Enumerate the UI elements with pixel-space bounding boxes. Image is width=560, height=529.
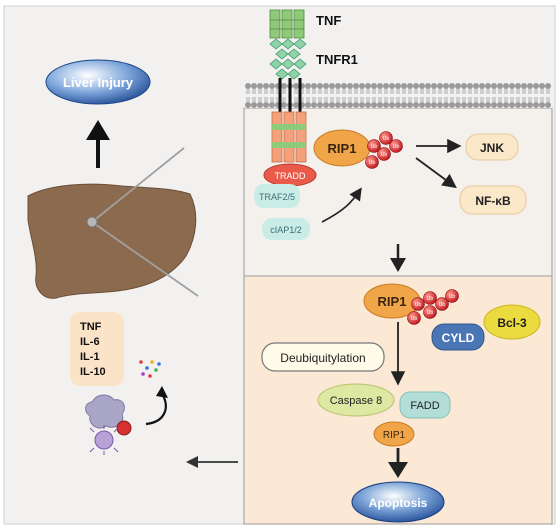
ubiquitin-bead <box>423 305 437 319</box>
cell-membrane <box>245 83 551 108</box>
ubiquitin-label: Ub <box>427 296 434 302</box>
deubiquitylation-label: Deubiquitylation <box>280 351 365 365</box>
ciap-label: cIAP1/2 <box>270 225 302 235</box>
ubiquitin-bead <box>411 297 425 311</box>
traf-node <box>254 184 300 208</box>
panel-down-arrow-head <box>390 258 406 272</box>
liver-injury-node <box>45 59 151 105</box>
cytokine-item: IL-10 <box>80 366 106 378</box>
rip1-lower-top-label: RIP1 <box>378 294 407 309</box>
ubiquitin-bead <box>379 131 393 145</box>
apoptosis-arrow-head <box>388 462 408 478</box>
traf-label: TRAF2/5 <box>259 192 295 202</box>
lymphocyte-icon <box>89 425 119 455</box>
liver-center-dot <box>86 216 98 228</box>
cytokine-item: IL-6 <box>80 336 100 348</box>
jnk-label: JNK <box>480 141 504 155</box>
ubiquitin-bead <box>365 155 379 169</box>
cytokine-item: TNF <box>80 321 102 333</box>
tnfr1-receptor <box>269 38 307 80</box>
ciap-to-ub-arrow <box>321 187 362 223</box>
ubiquitin-bead <box>377 147 391 161</box>
rip1-upper-label: RIP1 <box>328 141 357 156</box>
deubiquitylation-box <box>261 342 385 372</box>
ubiquitin-label: Ub <box>383 136 390 142</box>
cytokine-box <box>70 312 124 386</box>
ubiquitin-bead <box>445 289 459 303</box>
death-domain <box>271 111 307 163</box>
nfkb-arrow <box>415 157 457 189</box>
ubiquitin-bead <box>407 311 421 325</box>
liver-needle-2 <box>91 221 199 297</box>
liver-needle-1 <box>91 147 185 223</box>
ubiquitin-label: Ub <box>415 302 422 308</box>
transmembrane-domain <box>278 78 302 112</box>
ubiquitin-label: Ub <box>411 316 418 322</box>
liver-injury-label: Liver Injury <box>63 75 134 90</box>
cell-feedback-arrow-head <box>156 386 168 398</box>
ciap-node <box>262 218 310 240</box>
ubiquitin-label: Ub <box>449 294 456 300</box>
fadd-node <box>399 391 451 419</box>
ubiquitin-label: Ub <box>439 302 446 308</box>
cytokine-particles <box>139 360 161 378</box>
ubiquitin-label: Ub <box>427 310 434 316</box>
ubiquitin-label: Ub <box>369 160 376 166</box>
tnfr1-label: TNFR1 <box>316 52 358 67</box>
tnf-label: TNF <box>316 13 341 28</box>
jnk-node <box>465 133 519 161</box>
apoptosis-node <box>351 481 445 523</box>
liver-up-arrow-head <box>86 120 110 140</box>
back-arrow-head <box>186 456 198 468</box>
caspase8-node <box>317 383 395 417</box>
cytokine-list: TNF IL-6IL-1IL-10 <box>80 321 106 378</box>
tnf-ligand <box>269 9 305 39</box>
rip1-bottom-node <box>373 421 415 447</box>
apoptosis-label: Apoptosis <box>369 496 428 510</box>
liver-illustration <box>27 183 197 299</box>
ubiquitin-label: Ub <box>381 152 388 158</box>
nfkb-label: NF-κB <box>475 194 511 208</box>
bcl3-label: Bcl-3 <box>497 316 527 330</box>
rip1-bottom-label: RIP1 <box>383 430 406 441</box>
cytokine-item: IL-1 <box>80 351 100 363</box>
nfkb-node <box>459 185 527 215</box>
caspase8-label: Caspase 8 <box>330 395 383 407</box>
ubiquitin-bead <box>367 139 381 153</box>
bcl3-node <box>483 304 541 340</box>
ubiquitin-bead <box>435 297 449 311</box>
ubiquitin-label: Ub <box>371 144 378 150</box>
ubiquitin-label: Ub <box>393 144 400 150</box>
tradd-label: TRADD <box>275 171 306 181</box>
ubiquitin-bead <box>389 139 403 153</box>
cyld-label: CYLD <box>442 331 475 345</box>
cell-nucleus-icon <box>116 420 132 436</box>
cyld-node <box>431 323 485 351</box>
fadd-label: FADD <box>410 400 439 412</box>
ubiquitin-bead <box>423 291 437 305</box>
